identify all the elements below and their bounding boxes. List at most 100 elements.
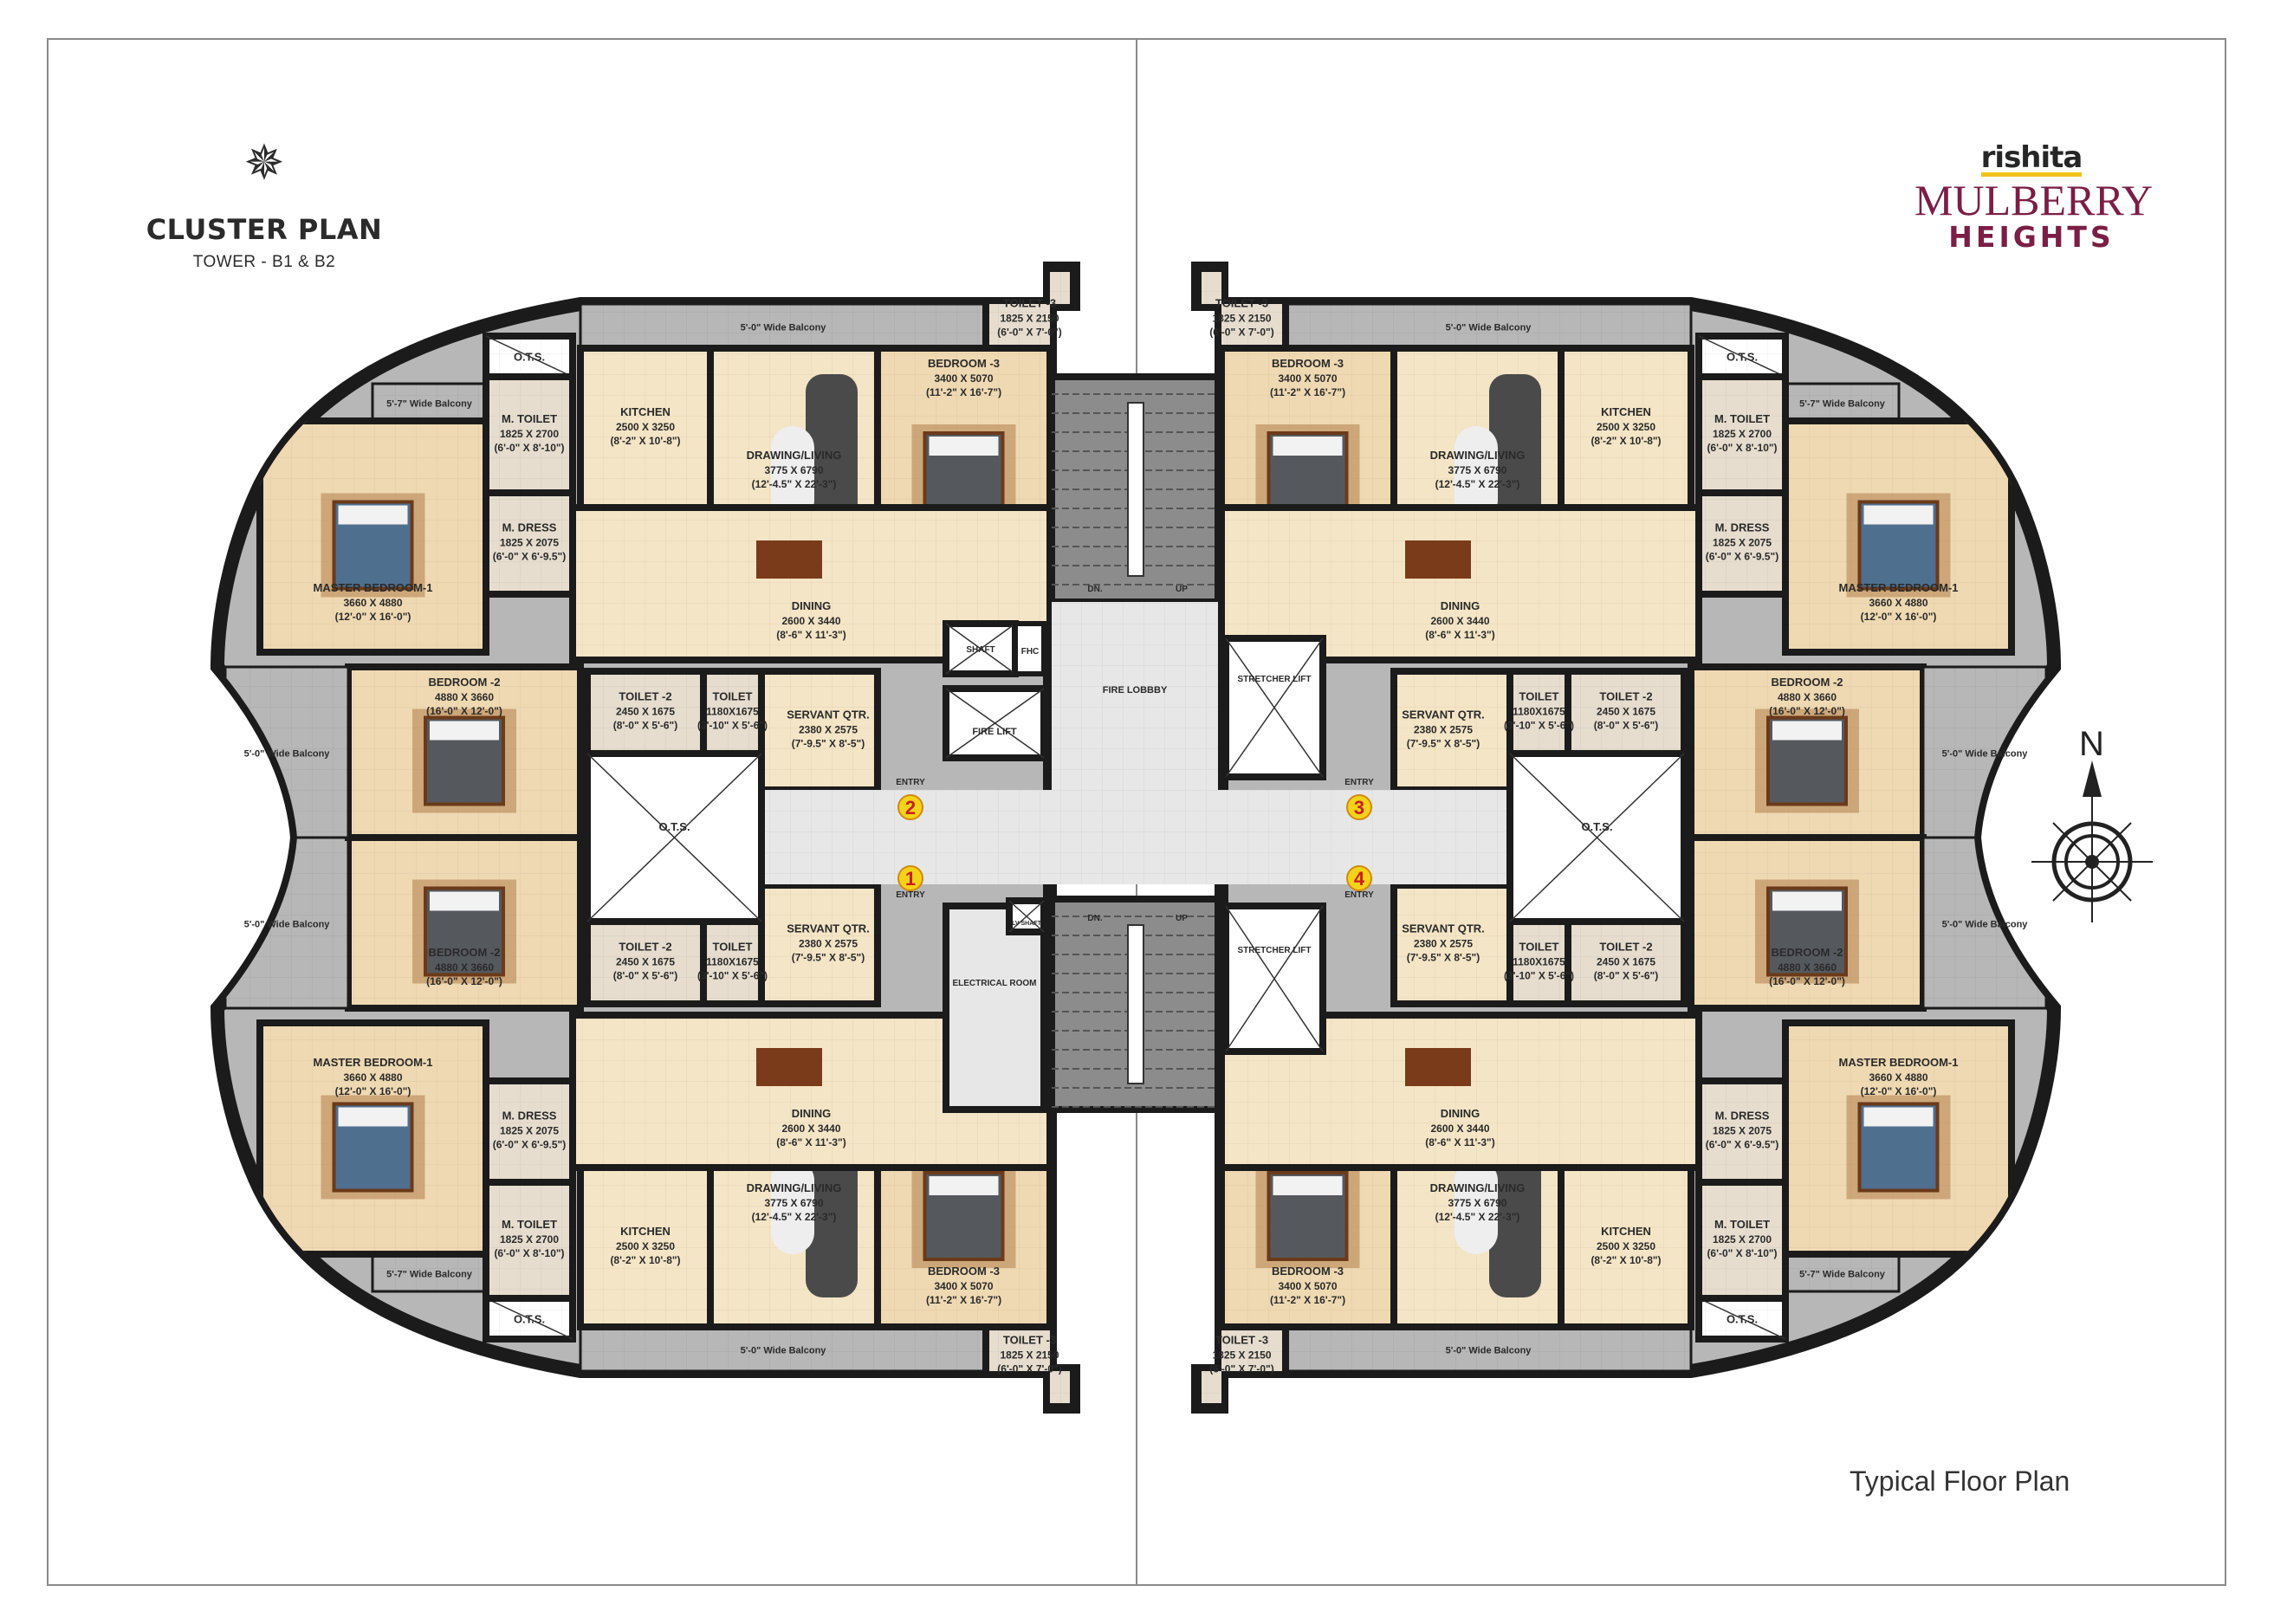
room-label-m_toilet: M. TOILET: [1714, 1218, 1770, 1231]
room-imperial-master: (12'-0" X 16'-0"): [1861, 611, 1937, 623]
room-label-dining: DINING: [1441, 599, 1480, 612]
stretcher-lift-north-cross: [1225, 637, 1324, 778]
room-toilet2-tiles: [587, 671, 703, 754]
room-balcony_side-tiles: [1785, 1254, 1899, 1291]
pillow-icon: [1273, 1176, 1343, 1195]
pillow-icon: [1863, 505, 1934, 525]
room-imperial-toilet3: (6'-0" X 7'-0"): [997, 327, 1061, 339]
room-kitchen-tiles: [1561, 348, 1691, 508]
stair-down-label: DN.: [1087, 585, 1102, 594]
room-label-balcony_left: 5'-0" Wide Balcony: [244, 749, 331, 760]
room-imperial-m_dress: (6'-0" X 6'-9.5"): [1706, 551, 1778, 563]
room-imperial-servant: (7'-9.5" X 8'-5"): [1407, 952, 1480, 964]
room-label-toilet2: TOILET -2: [1599, 941, 1652, 954]
room-imperial-dining: (8'-6" X 11'-3"): [1425, 629, 1494, 641]
room-imperial-toilet3: (6'-0" X 7'-0"): [997, 1363, 1061, 1375]
room-m_toilet-tiles: [486, 377, 573, 493]
room-metric-master: 3660 X 4880: [1869, 597, 1927, 609]
room-balcony_top-tiles: [1286, 304, 1691, 348]
room-metric-bedroom2: 4880 X 3660: [435, 961, 494, 974]
lv-shaft-label: LV SHAFT: [1012, 921, 1041, 927]
unit-badge-2: [897, 794, 923, 820]
room-metric-dining: 2600 X 3440: [1430, 1123, 1489, 1135]
room-balcony_side-tiles: [373, 384, 486, 421]
unit-number-4: 4: [1354, 868, 1365, 890]
pillow-icon: [430, 891, 499, 911]
room-imperial-toilet2: (8'-0" X 5'-6"): [613, 720, 677, 732]
room-label-m_dress: M. DRESS: [502, 1110, 557, 1123]
stair-well: [1127, 402, 1144, 577]
room-metric-kitchen: 2500 X 3250: [616, 1240, 675, 1252]
room-metric-m_toilet: 1825 X 2700: [1713, 1233, 1772, 1245]
room-metric-drawing: 3775 X 6790: [1448, 1197, 1506, 1209]
room-label-bedroom3: BEDROOM -3: [1272, 357, 1344, 370]
unit-1: [224, 834, 1073, 1407]
room-balcony_side-tiles: [373, 1254, 486, 1291]
room-label-balcony_side: 5'-7" Wide Balcony: [1799, 1270, 1886, 1280]
room-toilet-tiles: [703, 671, 761, 754]
room-label-bedroom2: BEDROOM -2: [1771, 676, 1843, 689]
room-toilet-tiles: [703, 922, 761, 1004]
room-metric-toilet2: 2450 X 1675: [1597, 706, 1655, 718]
room-metric-master: 3660 X 4880: [1869, 1071, 1927, 1084]
room-toilet2-tiles: [1568, 922, 1684, 1004]
logo-project-name: MULBERRY: [1914, 176, 2154, 224]
room-imperial-bedroom2: (16'-0" X 12'-0"): [1769, 705, 1845, 717]
room-label-ots_small: O.T.S.: [514, 1313, 545, 1326]
unit-number-1: 1: [905, 868, 916, 890]
dining-table-icon: [756, 540, 822, 579]
room-imperial-bedroom3: (11'-2" X 16'-7"): [1270, 1294, 1345, 1306]
room-label-m_toilet: M. TOILET: [1714, 412, 1770, 425]
building-core: [584, 373, 1688, 1113]
room-imperial-servant: (7'-9.5" X 8'-5"): [792, 952, 865, 964]
unit-badge-4: [1346, 865, 1372, 891]
room-label-dining: DINING: [792, 599, 832, 612]
coffee-table-icon: [771, 426, 814, 521]
room-imperial-bedroom3: (11'-2" X 16'-7"): [1270, 386, 1345, 398]
room-label-toilet2: TOILET -2: [619, 690, 671, 703]
pillow-icon: [929, 437, 999, 456]
room-imperial-bedroom2: (16'-0" X 12'-0"): [1769, 975, 1845, 987]
room-imperial-drawing: (12'-4.5" X 22'-3"): [752, 478, 837, 490]
ots-cross: [1698, 335, 1786, 378]
room-imperial-m_toilet: (6'-0" X 8'-10"): [494, 1247, 564, 1259]
room-imperial-servant: (7'-9.5" X 8'-5"): [792, 738, 865, 750]
room-servant-tiles: [1394, 885, 1510, 1004]
room-imperial-toilet: (3'-10" X 5'-6"): [1504, 970, 1574, 982]
fhc-label: FHC: [1021, 647, 1040, 657]
ots-cross: [1698, 1297, 1786, 1340]
room-label-toilet2: TOILET -2: [1599, 690, 1652, 703]
room-imperial-kitchen: (8'-2" X 10'-8"): [610, 1254, 680, 1266]
room-imperial-m_toilet: (6'-0" X 8'-10"): [1707, 1247, 1777, 1259]
room-metric-m_dress: 1825 X 2075: [500, 537, 559, 549]
room-balcony_side-tiles: [1785, 384, 1899, 421]
fhc-box: [1013, 621, 1046, 676]
room-label-dining: DINING: [1441, 1107, 1480, 1120]
north-compass-icon: N: [2027, 719, 2157, 927]
room-imperial-m_dress: (6'-0" X 6'-9.5"): [493, 1139, 566, 1151]
unit-number-2: 2: [905, 797, 916, 818]
room-label-bedroom2: BEDROOM -2: [428, 676, 500, 689]
room-imperial-dining: (8'-6" X 11'-3"): [1425, 1136, 1494, 1148]
floor-plan-caption: Typical Floor Plan: [1850, 1465, 2070, 1497]
room-imperial-master: (12'-0" X 16'-0"): [1861, 1085, 1937, 1097]
room-label-balcony_side: 5'-7" Wide Balcony: [386, 1270, 473, 1280]
room-label-balcony_top: 5'-0" Wide Balcony: [1446, 1346, 1532, 1356]
room-imperial-m_toilet: (6'-0" X 8'-10"): [494, 442, 564, 454]
pillow-icon: [1772, 721, 1842, 741]
room-metric-master: 3660 X 4880: [343, 597, 402, 609]
star-flower-icon: ✵: [243, 135, 285, 190]
room-metric-bedroom2: 4880 X 3660: [435, 691, 494, 703]
room-metric-servant: 2380 X 2575: [799, 938, 858, 950]
room-label-balcony_left: 5'-0" Wide Balcony: [1942, 749, 2029, 760]
room-m_toilet-tiles: [1699, 377, 1785, 493]
project-logo: rishita MULBERRY HEIGHTS: [1914, 140, 2154, 253]
room-metric-master: 3660 X 4880: [343, 1071, 402, 1084]
room-metric-kitchen: 2500 X 3250: [1597, 421, 1655, 433]
room-metric-bedroom2: 4880 X 3660: [1778, 961, 1837, 974]
room-label-balcony_side: 5'-7" Wide Balcony: [386, 399, 473, 410]
room-label-master: MASTER BEDROOM-1: [1839, 1056, 1959, 1069]
room-imperial-dining: (8'-6" X 11'-3"): [776, 629, 845, 641]
logo-brand: rishita: [1980, 140, 2083, 177]
coffee-table-icon: [1454, 426, 1498, 521]
